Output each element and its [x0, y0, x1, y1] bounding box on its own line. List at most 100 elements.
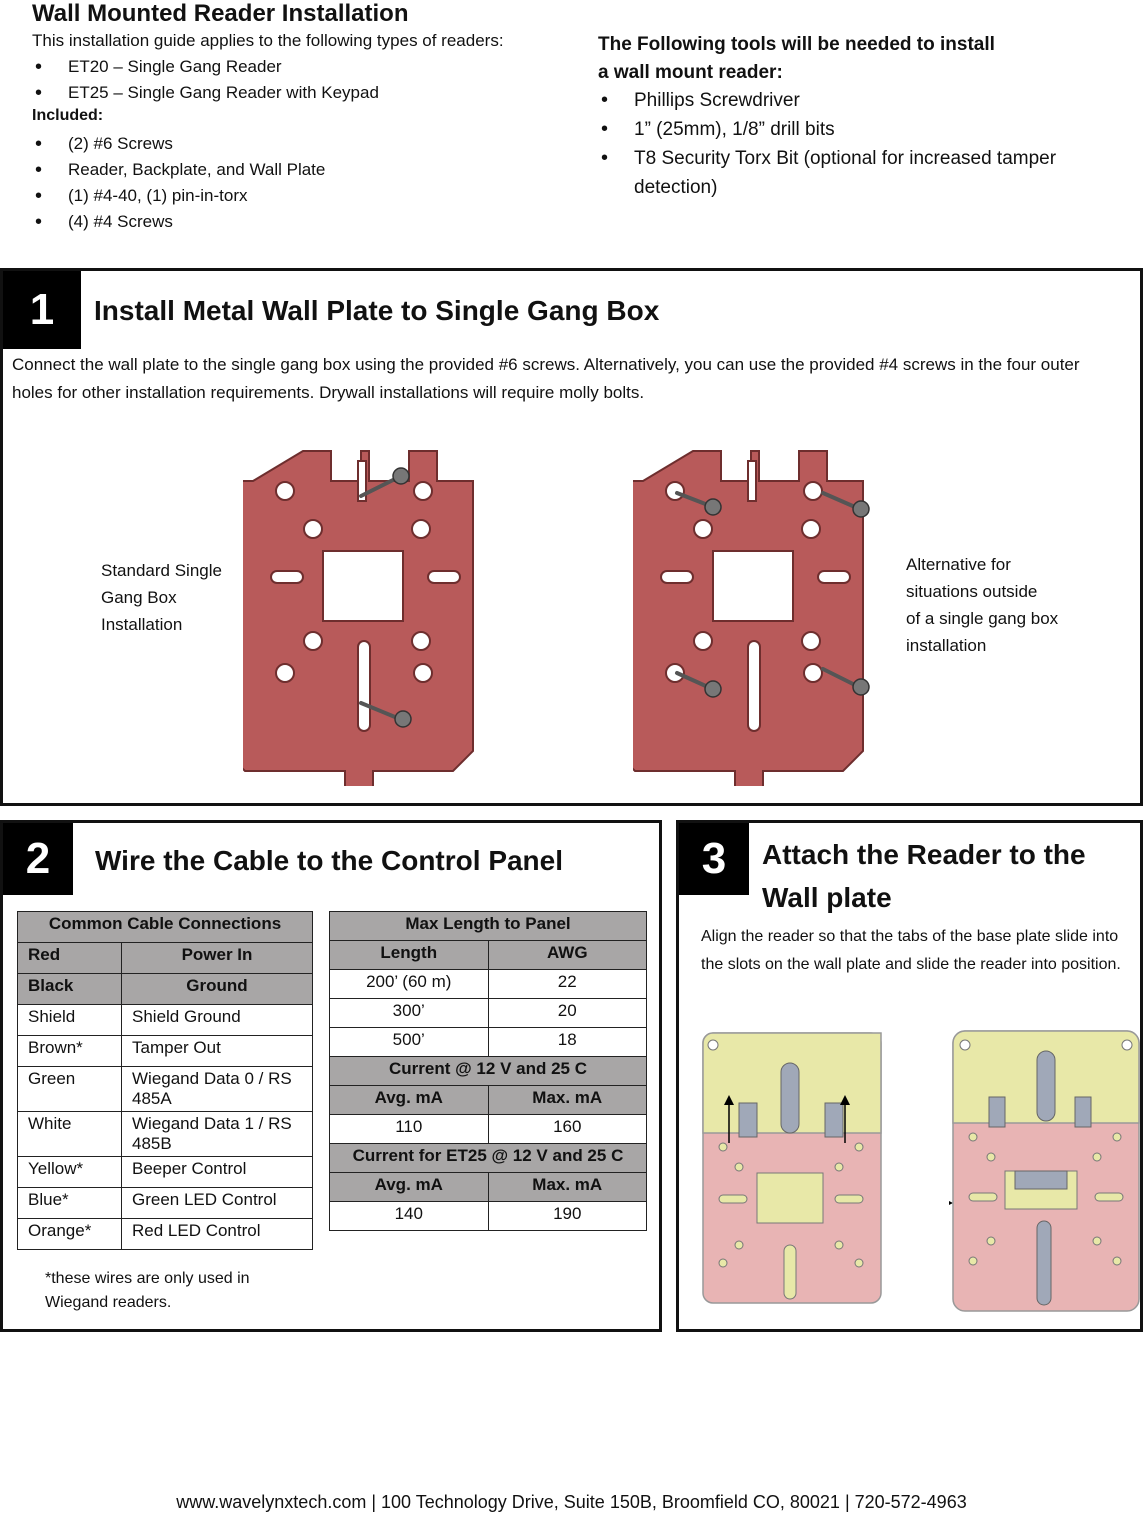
- table-cell: 18: [487, 1027, 647, 1057]
- step-title: Attach the Reader to the Wall plate: [762, 833, 1122, 919]
- step-title: Wire the Cable to the Control Panel: [95, 845, 564, 876]
- caption-line: Standard Single: [101, 561, 222, 580]
- table-row: 300’20: [329, 998, 647, 1028]
- tools-title-line: a wall mount reader:: [598, 62, 783, 83]
- caption-line: situations outside: [906, 582, 1038, 601]
- reader-list: ET20 – Single Gang Reader ET25 – Single …: [32, 54, 379, 106]
- wire-function: Ground: [121, 973, 313, 1005]
- table-cell: 160: [487, 1114, 647, 1144]
- included-label: Included:: [32, 107, 104, 124]
- list-item: T8 Security Torx Bit (optional for incre…: [598, 144, 1118, 202]
- list-item: 1” (25mm), 1/8” drill bits: [598, 115, 1118, 144]
- column-header: Length: [329, 940, 489, 970]
- wire-color: Orange*: [17, 1218, 122, 1250]
- wire-function: Power In: [121, 942, 313, 974]
- table-title: Current @ 12 V and 25 C: [329, 1056, 647, 1086]
- wire-color: Shield: [17, 1004, 122, 1036]
- wire-color: Blue*: [17, 1187, 122, 1219]
- wall-plate-alternative-image: [633, 450, 870, 786]
- table-cell: 500’: [329, 1027, 489, 1057]
- table-cell: 200’ (60 m): [329, 969, 489, 999]
- tools-title-line: The Following tools will be needed to in…: [598, 34, 995, 55]
- column-header: Avg. mA: [329, 1172, 489, 1202]
- caption-standard: Standard Single Gang Box Installation: [101, 557, 251, 638]
- table-title: Common Cable Connections: [17, 911, 313, 943]
- table-title: Current for ET25 @ 12 V and 25 C: [329, 1143, 647, 1173]
- list-item: ET25 – Single Gang Reader with Keypad: [32, 80, 379, 106]
- wiegand-footnote: *these wires are only used in Wiegand re…: [45, 1270, 250, 1311]
- table-cell: 22: [487, 969, 647, 999]
- wire-color: Black: [17, 973, 122, 1005]
- tools-title: The Following tools will be needed to in…: [598, 31, 1038, 87]
- footer-contact: www.wavelynxtech.com | 100 Technology Dr…: [176, 1492, 967, 1512]
- wire-color: Brown*: [17, 1035, 122, 1067]
- step-number: 2: [3, 823, 73, 895]
- caption-line: Gang Box: [101, 588, 177, 607]
- tools-list: Phillips Screwdriver 1” (25mm), 1/8” dri…: [598, 86, 1118, 202]
- column-header: Max. mA: [487, 1085, 647, 1115]
- step-title-line: Attach the Reader to the: [762, 839, 1086, 870]
- wire-function: Green LED Control: [121, 1187, 313, 1219]
- table-cell: 300’: [329, 998, 489, 1028]
- step1-section: 1 Install Metal Wall Plate to Single Gan…: [0, 268, 1143, 806]
- table-cell: 20: [487, 998, 647, 1028]
- included-list: (2) #6 Screws Reader, Backplate, and Wal…: [32, 131, 325, 235]
- wire-function: Red LED Control: [121, 1218, 313, 1250]
- caption-line: of a single gang box: [906, 609, 1059, 628]
- step-number: 1: [3, 271, 81, 349]
- step-title: Install Metal Wall Plate to Single Gang …: [94, 295, 660, 326]
- column-header: Avg. mA: [329, 1085, 489, 1115]
- step3-section: 3 Attach the Reader to the Wall plate Al…: [676, 820, 1143, 1332]
- table-row: 200’ (60 m)22: [329, 969, 647, 999]
- list-item: (4) #4 Screws: [32, 209, 325, 235]
- column-header: AWG: [487, 940, 647, 970]
- caption-alternative: Alternative for situations outside of a …: [906, 551, 1106, 659]
- caption-line: Installation: [101, 615, 183, 634]
- step-description: Align the reader so that the tabs of the…: [701, 928, 1121, 973]
- wire-color: Red: [17, 942, 122, 974]
- reader-before-image: [702, 1032, 882, 1304]
- table-cell: 140: [329, 1201, 489, 1231]
- table-cell: 110: [329, 1114, 489, 1144]
- intro-text: This installation guide applies to the f…: [32, 31, 504, 50]
- step-number: 3: [679, 823, 749, 895]
- table-cell: 190: [487, 1201, 647, 1231]
- table-row: Yellow*Beeper Control: [17, 1156, 313, 1188]
- wire-color: Green: [17, 1066, 122, 1112]
- list-item: Reader, Backplate, and Wall Plate: [32, 157, 325, 183]
- column-header: Max. mA: [487, 1172, 647, 1202]
- table-row: Brown*Tamper Out: [17, 1035, 313, 1067]
- wire-color: Yellow*: [17, 1156, 122, 1188]
- caption-line: installation: [906, 636, 987, 655]
- step2-section: 2 Wire the Cable to the Control Panel Co…: [0, 820, 662, 1332]
- wire-function: Tamper Out: [121, 1035, 313, 1067]
- table-row: Blue*Green LED Control: [17, 1187, 313, 1219]
- wire-function: Shield Ground: [121, 1004, 313, 1036]
- table-row: Orange*Red LED Control: [17, 1218, 313, 1250]
- list-item: ET20 – Single Gang Reader: [32, 54, 379, 80]
- step-description: Connect the wall plate to the single gan…: [12, 355, 1080, 402]
- wall-plate-standard-image: [243, 450, 474, 786]
- list-item: (1) #4-40, (1) pin-in-torx: [32, 183, 325, 209]
- list-item: (2) #6 Screws: [32, 131, 325, 157]
- wire-function: Wiegand Data 1 / RS 485B: [121, 1111, 313, 1157]
- page-title: Wall Mounted Reader Installation: [32, 0, 409, 27]
- list-item: Phillips Screwdriver: [598, 86, 1118, 115]
- wire-function: Beeper Control: [121, 1156, 313, 1188]
- caption-line: Alternative for: [906, 555, 1011, 574]
- wire-color: White: [17, 1111, 122, 1157]
- step-title-line: Wall plate: [762, 882, 892, 913]
- wire-function: Wiegand Data 0 / RS 485A: [121, 1066, 313, 1112]
- table-title: Max Length to Panel: [329, 911, 647, 941]
- table-row: 500’18: [329, 1027, 647, 1057]
- reader-after-image: [949, 1030, 1140, 1312]
